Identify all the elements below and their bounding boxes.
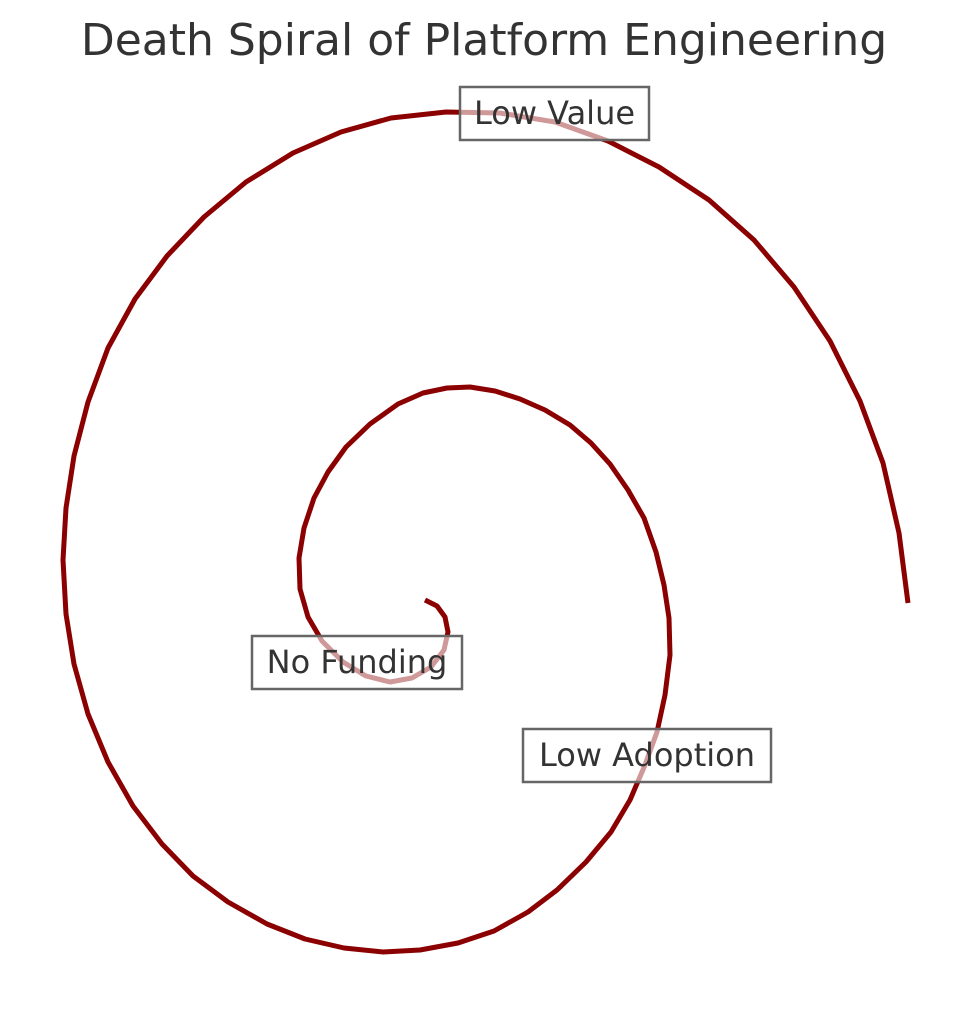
label-low-adoption: Low Adoption [521, 727, 773, 784]
label-low-value-box [458, 85, 651, 142]
label-low-value-text: Low Value [474, 94, 635, 132]
label-low-adoption-text: Low Adoption [539, 736, 755, 774]
label-no-funding: No Funding [250, 634, 464, 691]
label-low-adoption-box [521, 727, 773, 784]
label-no-funding-text: No Funding [267, 643, 448, 681]
label-no-funding-box [250, 634, 464, 691]
spiral-curve [60, 109, 911, 955]
label-low-value: Low Value [458, 85, 651, 142]
diagram-title: Death Spiral of Platform Engineering [81, 15, 887, 66]
